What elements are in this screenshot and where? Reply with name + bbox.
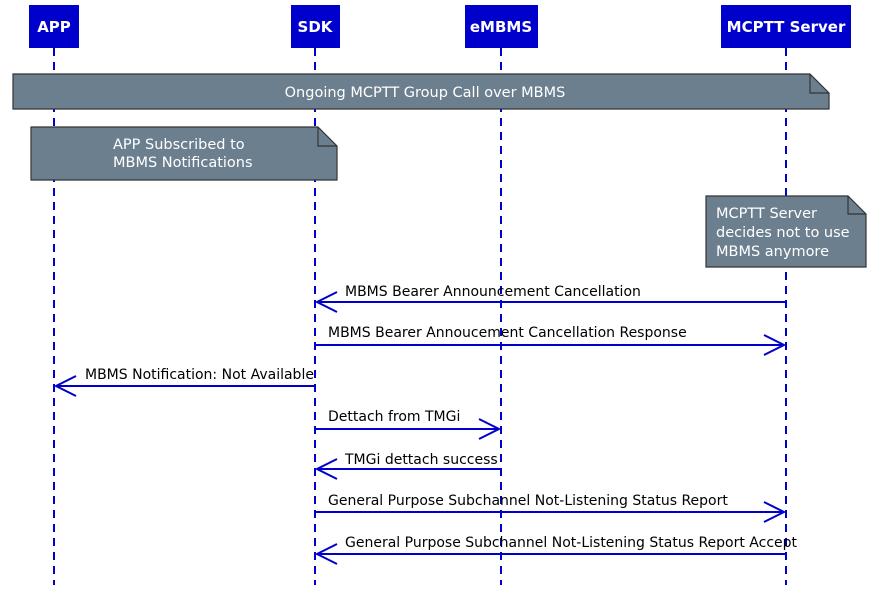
arrowhead-left-icon xyxy=(314,543,338,565)
message-label: TMGi dettach success xyxy=(344,452,498,468)
note-ongoing-text: Ongoing MCPTT Group Call over MBMS xyxy=(285,85,566,101)
note-decides-line-1: MCPTT Server xyxy=(716,206,817,222)
message-label: Dettach from TMGi xyxy=(328,409,460,425)
message-label: MBMS Bearer Annoucement Cancellation Res… xyxy=(328,325,687,341)
actor-sdk: SDK xyxy=(291,5,340,48)
arrowhead-left-icon xyxy=(314,458,338,480)
actor-embms-label: eMBMS xyxy=(470,18,532,36)
note-ongoing-call: Ongoing MCPTT Group Call over MBMS xyxy=(12,73,830,110)
actor-sdk-label: SDK xyxy=(298,18,334,36)
message-label: MBMS Notification: Not Available xyxy=(85,367,314,383)
message-cancellation-response: MBMS Bearer Annoucement Cancellation Res… xyxy=(315,325,787,356)
note-decides-line-3: MBMS anymore xyxy=(716,244,829,260)
message-label: General Purpose Subchannel Not-Listening… xyxy=(328,493,728,509)
arrowhead-right-icon xyxy=(478,418,502,440)
message-bearer-cancellation: MBMS Bearer Announcement Cancellation xyxy=(314,284,786,313)
message-status-report-accept: General Purpose Subchannel Not-Listening… xyxy=(314,535,798,565)
note-app-subscribed: APP Subscribed to MBMS Notifications xyxy=(30,126,338,181)
actor-server: MCPTT Server xyxy=(721,5,851,48)
actor-embms: eMBMS xyxy=(465,5,538,48)
arrowhead-left-icon xyxy=(314,291,338,313)
arrowhead-right-icon xyxy=(763,334,787,356)
message-label: MBMS Bearer Announcement Cancellation xyxy=(345,284,641,300)
note-decides-line-2: decides not to use xyxy=(716,225,850,241)
message-dettach-from-tmgi: Dettach from TMGi xyxy=(315,409,502,440)
note-server-decides: MCPTT Server decides not to use MBMS any… xyxy=(705,195,867,268)
actor-server-label: MCPTT Server xyxy=(727,18,846,36)
message-label: General Purpose Subchannel Not-Listening… xyxy=(345,535,798,551)
actor-app-label: APP xyxy=(37,18,71,36)
note-subscribed-line-2: MBMS Notifications xyxy=(113,155,253,171)
arrowhead-right-icon xyxy=(763,501,787,523)
message-status-report: General Purpose Subchannel Not-Listening… xyxy=(315,493,787,523)
actor-app: APP xyxy=(29,5,79,48)
message-tmgi-dettach-success: TMGi dettach success xyxy=(314,452,501,480)
note-subscribed-line-1: APP Subscribed to xyxy=(113,137,245,153)
message-notification-not-available: MBMS Notification: Not Available xyxy=(53,367,315,397)
arrowhead-left-icon xyxy=(53,375,77,397)
